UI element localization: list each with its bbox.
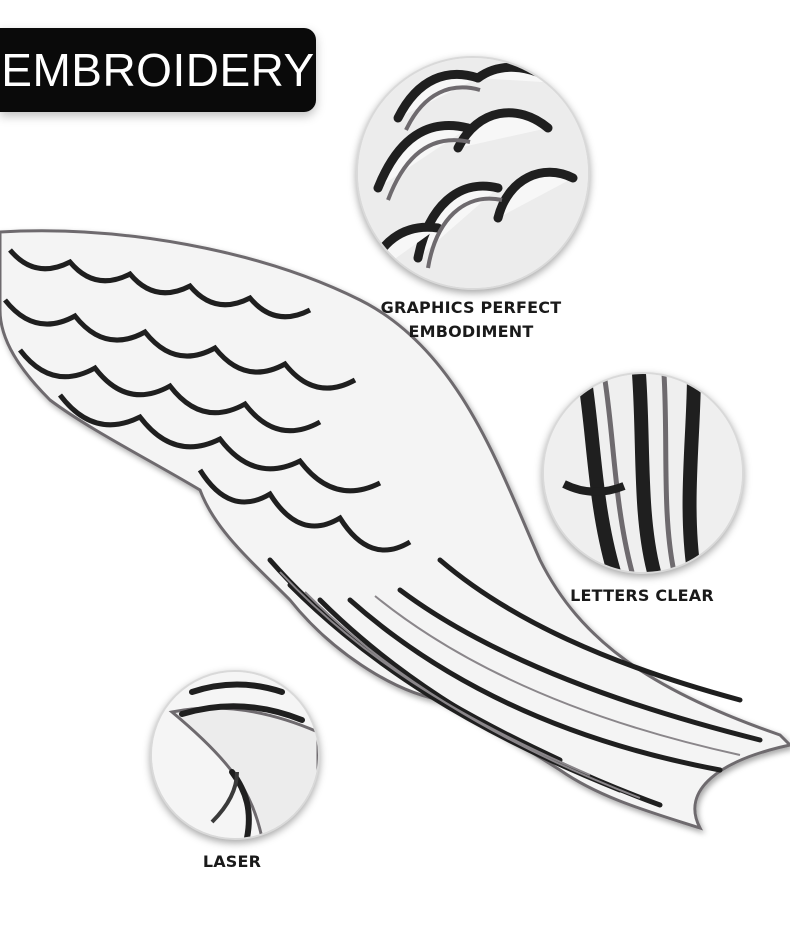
laser-closeup-image <box>152 672 318 838</box>
caption-laser-line-1: LASER <box>202 852 262 871</box>
caption-graphics-line-1: GRAPHICS PERFECT <box>380 298 562 317</box>
detail-circle-laser <box>150 670 320 840</box>
caption-graphics-line-2: EMBODIMENT <box>408 322 534 341</box>
detail-circle-letters <box>542 372 744 574</box>
covert-feathers <box>3 248 412 553</box>
title-badge: EMBROIDERY <box>0 28 316 112</box>
caption-graphics: GRAPHICS PERFECT EMBODIMENT <box>360 296 582 344</box>
letters-closeup-image <box>544 374 742 572</box>
graphics-closeup-image <box>358 58 588 288</box>
detail-circle-graphics <box>356 56 590 290</box>
wing-body <box>0 229 790 831</box>
caption-letters-line-1: LETTERS CLEAR <box>570 586 714 605</box>
page-title: EMBROIDERY <box>1 44 315 96</box>
caption-letters: LETTERS CLEAR <box>560 584 724 608</box>
caption-laser: LASER <box>180 850 284 874</box>
